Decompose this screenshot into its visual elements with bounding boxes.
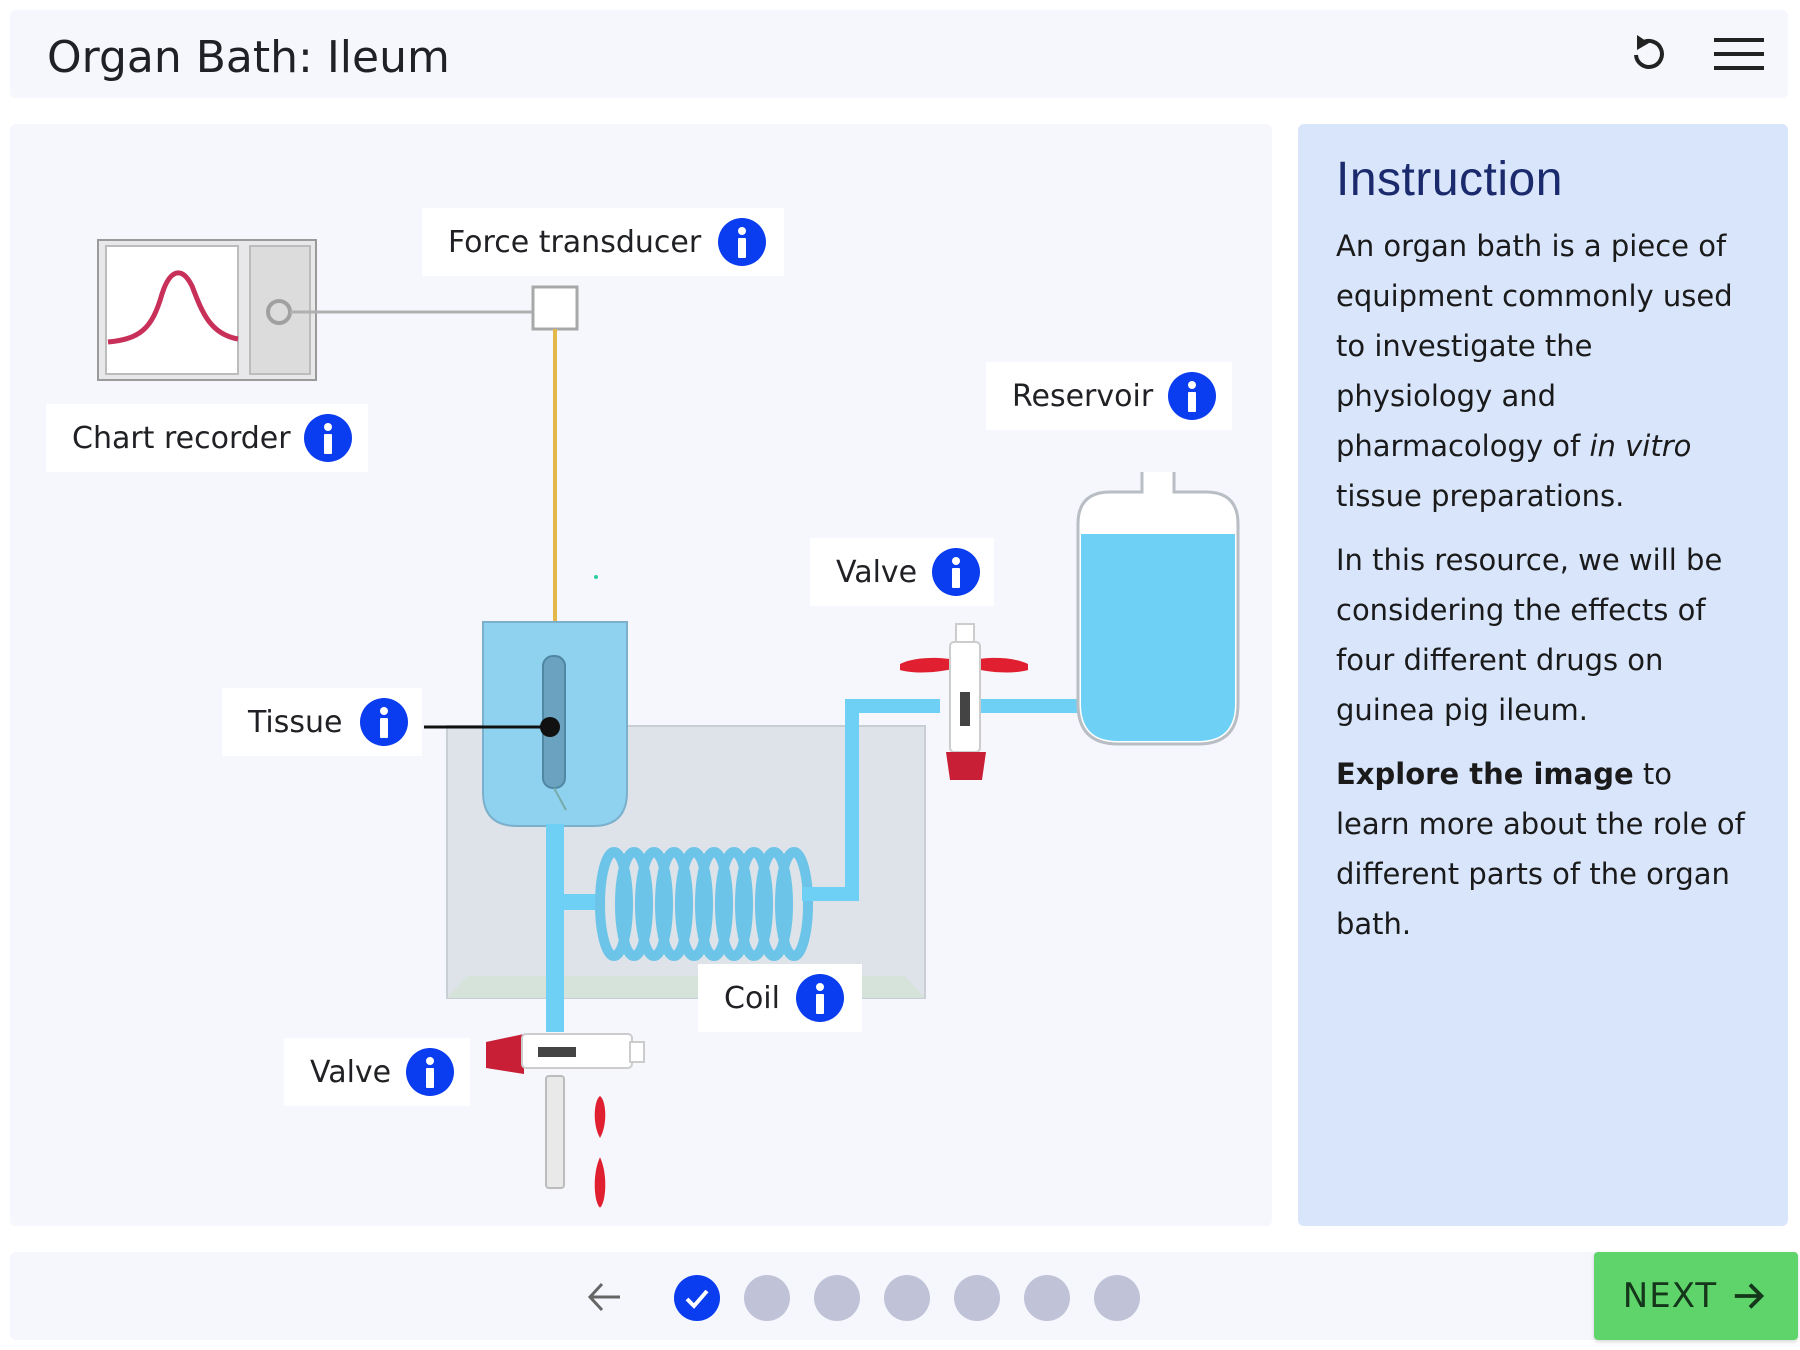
arrow-right-icon xyxy=(1734,1283,1765,1309)
label-valve-bottom: Valve xyxy=(284,1038,470,1106)
arrow-left-icon[interactable] xyxy=(580,1272,630,1322)
label-chart-recorder: Chart recorder xyxy=(46,404,368,472)
label-text: Chart recorder xyxy=(72,420,291,456)
restart-icon[interactable] xyxy=(1620,26,1676,82)
label-text: Coil xyxy=(724,980,780,1016)
force-transducer[interactable] xyxy=(531,285,579,331)
info-icon[interactable] xyxy=(796,974,844,1022)
info-icon[interactable] xyxy=(1168,372,1216,420)
instruction-paragraph-3: Explore the image to learn more about th… xyxy=(1336,757,1745,941)
step-dot[interactable] xyxy=(954,1275,1000,1321)
step-navigation: NEXT xyxy=(10,1252,1798,1340)
instruction-panel: Instruction An organ bath is a piece of … xyxy=(1298,124,1788,1226)
checkmark-icon xyxy=(685,1289,709,1309)
label-text: Valve xyxy=(310,1054,392,1090)
instruction-paragraph-1: An organ bath is a piece of equipment co… xyxy=(1336,229,1733,513)
label-reservoir: Reservoir xyxy=(986,362,1232,430)
step-dot[interactable] xyxy=(1094,1275,1140,1321)
info-icon[interactable] xyxy=(304,414,352,462)
organ-bath-diagram: Force transducer Chart recorder Reservoi… xyxy=(10,124,1272,1226)
valve-top[interactable] xyxy=(898,623,1028,780)
label-text: Reservoir xyxy=(1012,378,1154,414)
step-dot[interactable] xyxy=(1024,1275,1070,1321)
diagram-graphic xyxy=(97,239,1240,1208)
reservoir-vessel[interactable] xyxy=(1076,472,1240,746)
step-dot[interactable] xyxy=(814,1275,860,1321)
instruction-paragraph-2: In this resource, we will be considering… xyxy=(1336,543,1723,727)
step-dot-completed[interactable] xyxy=(674,1275,720,1321)
label-text: Valve xyxy=(836,554,918,590)
info-icon[interactable] xyxy=(360,698,408,746)
hamburger-menu-icon[interactable] xyxy=(1710,26,1766,82)
page-title: Organ Bath: Ileum xyxy=(47,32,450,83)
step-dot[interactable] xyxy=(744,1275,790,1321)
label-valve-top: Valve xyxy=(810,538,994,606)
next-label: NEXT xyxy=(1622,1276,1718,1316)
instruction-heading: Instruction xyxy=(1336,153,1563,206)
next-button[interactable]: NEXT xyxy=(1594,1252,1798,1340)
label-text: Force transducer xyxy=(448,224,702,260)
label-force-transducer: Force transducer xyxy=(422,208,784,276)
step-dot[interactable] xyxy=(884,1275,930,1321)
label-coil: Coil xyxy=(698,964,862,1032)
heating-coil[interactable] xyxy=(595,847,813,961)
app-header: Organ Bath: Ileum xyxy=(10,10,1788,98)
info-icon[interactable] xyxy=(932,548,980,596)
chart-recorder[interactable] xyxy=(97,239,317,381)
info-icon[interactable] xyxy=(406,1048,454,1096)
valve-bottom[interactable] xyxy=(486,1033,645,1208)
label-text: Tissue xyxy=(248,704,343,740)
label-tissue: Tissue xyxy=(222,688,422,756)
info-icon[interactable] xyxy=(718,218,766,266)
